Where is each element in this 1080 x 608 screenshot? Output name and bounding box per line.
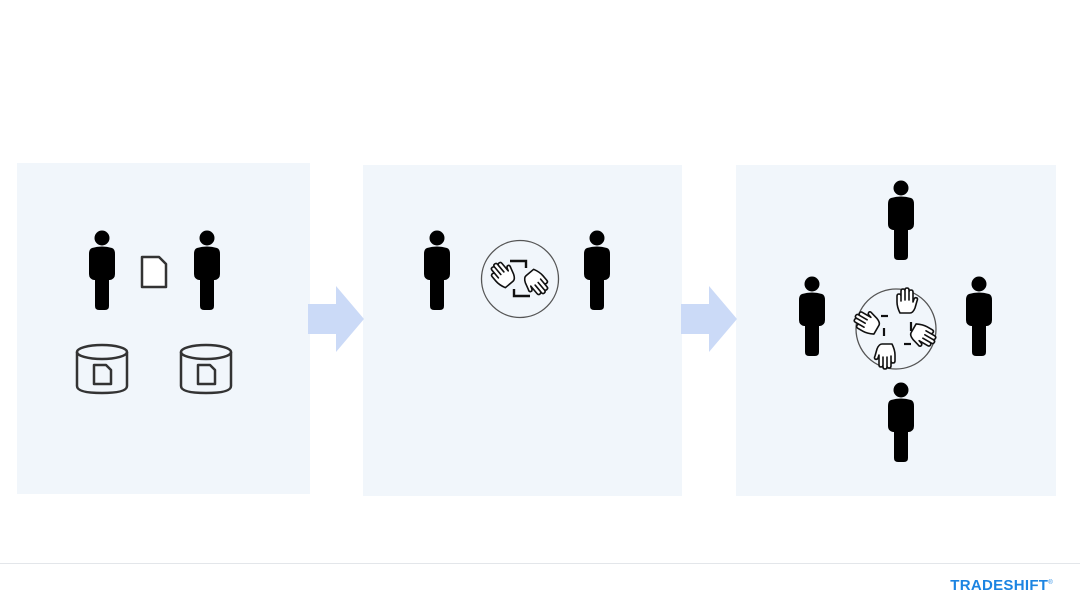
person-icon bbox=[888, 180, 914, 260]
handshake-exchange-icon bbox=[480, 239, 560, 319]
person-icon bbox=[89, 230, 115, 310]
footer-divider bbox=[0, 563, 1080, 564]
tradeshift-logo: TRADESHIFT® bbox=[950, 577, 1053, 597]
person-icon bbox=[584, 230, 610, 310]
person-icon bbox=[194, 230, 220, 310]
logo-trademark: ® bbox=[1048, 580, 1053, 586]
arrow-right-icon bbox=[308, 286, 364, 352]
network-hands-icon bbox=[853, 287, 939, 370]
person-icon bbox=[424, 230, 450, 310]
person-icon bbox=[966, 276, 992, 356]
arrow-right-icon bbox=[681, 286, 737, 352]
person-icon bbox=[799, 276, 825, 356]
database-icon bbox=[74, 343, 130, 395]
stage-1-panel bbox=[17, 163, 310, 494]
stage-2-panel bbox=[363, 165, 682, 496]
logo-text: TRADESHIFT bbox=[950, 577, 1049, 594]
document-icon bbox=[140, 255, 168, 289]
database-icon bbox=[178, 343, 234, 395]
person-icon bbox=[888, 382, 914, 462]
